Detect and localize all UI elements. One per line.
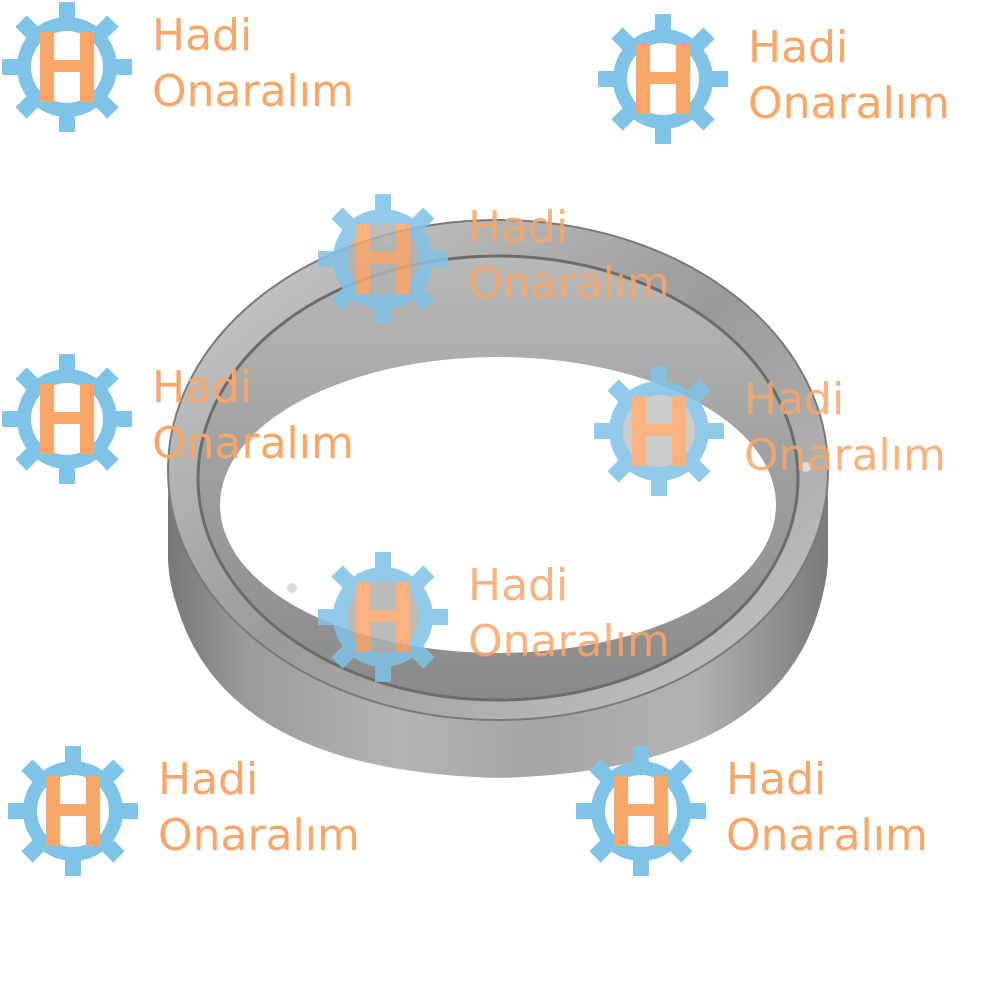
gear-h-logo-icon (2, 2, 132, 132)
watermark-line1: Hadi (726, 754, 827, 805)
gear-h-logo-icon (598, 14, 728, 144)
watermark-line1: Hadi (468, 560, 569, 611)
watermark-brand: Hadi Onaralım (152, 8, 354, 120)
watermark-brand: Hadi Onaralım (152, 360, 354, 472)
gear-h-logo-icon (2, 354, 132, 484)
watermark-line1: Hadi (158, 754, 259, 805)
watermark-line1: Hadi (748, 22, 849, 73)
watermark-top-left: Hadi Onaralım (2, 2, 402, 132)
watermark-line1: Hadi (468, 202, 569, 253)
watermark-top-right: Hadi Onaralım (598, 14, 998, 144)
gear-h-logo-icon (594, 366, 724, 496)
ring-inner-edge (196, 254, 800, 702)
watermark-line1: Hadi (152, 362, 253, 413)
watermark-line2: Onaralım (158, 810, 360, 861)
ring-side-wall (168, 500, 828, 778)
ring-dot-right (801, 462, 811, 472)
watermark-line2: Onaralım (726, 810, 928, 861)
watermark-line2: Onaralım (152, 66, 354, 117)
gear-h-logo-icon (8, 746, 138, 876)
watermark-middle-left: Hadi Onaralım (2, 354, 402, 484)
watermark-center-top: Hadi Onaralım (318, 194, 718, 324)
watermark-bottom-right: Hadi Onaralım (576, 746, 976, 876)
watermark-brand: Hadi Onaralım (726, 752, 928, 864)
watermark-center-bottom: Hadi Onaralım (318, 552, 718, 682)
watermark-brand: Hadi Onaralım (158, 752, 360, 864)
watermark-line2: Onaralım (744, 430, 946, 481)
watermark-brand: Hadi Onaralım (468, 558, 670, 670)
gear-h-logo-icon (318, 552, 448, 682)
gear-h-logo-icon (576, 746, 706, 876)
watermark-line2: Onaralım (468, 258, 670, 309)
watermark-line2: Onaralım (468, 616, 670, 667)
ring-outer-edge (167, 219, 829, 721)
gear-h-logo-icon (318, 194, 448, 324)
watermark-brand: Hadi Onaralım (744, 372, 946, 484)
watermark-brand: Hadi Onaralım (468, 200, 670, 312)
watermark-brand: Hadi Onaralım (748, 20, 950, 132)
ring-dot-left (287, 583, 297, 593)
watermark-line1: Hadi (152, 10, 253, 61)
watermark-bottom-left: Hadi Onaralım (8, 746, 408, 876)
watermark-line2: Onaralım (152, 418, 354, 469)
watermark-middle-right: Hadi Onaralım (594, 366, 994, 496)
watermark-line2: Onaralım (748, 78, 950, 129)
watermark-line1: Hadi (744, 374, 845, 425)
